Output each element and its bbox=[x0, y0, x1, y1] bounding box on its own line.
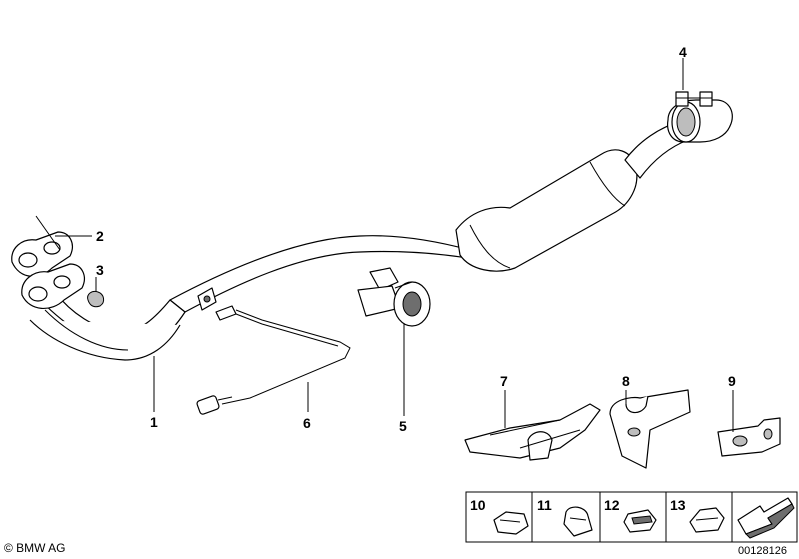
legend-number-10: 10 bbox=[470, 497, 486, 513]
leader-lines bbox=[55, 58, 734, 432]
heat-shield-large[interactable] bbox=[464, 403, 601, 461]
pipe-clamp[interactable] bbox=[667, 91, 733, 143]
clip-10-icon bbox=[493, 511, 529, 535]
small-parts-legend: 10 11 12 13 bbox=[465, 491, 798, 543]
clip-13-icon bbox=[689, 507, 725, 533]
legend-arrow-cell bbox=[737, 497, 795, 539]
diagram-reference-number: 00128126 bbox=[738, 545, 787, 557]
legend-cell-13[interactable]: 13 bbox=[670, 497, 725, 533]
callout-2: 2 bbox=[96, 228, 104, 244]
oxygen-sensor[interactable] bbox=[196, 305, 351, 415]
callout-8: 8 bbox=[622, 373, 630, 389]
legend-number-12: 12 bbox=[604, 497, 620, 513]
legend-cell-10[interactable]: 10 bbox=[470, 497, 529, 535]
callout-9: 9 bbox=[728, 373, 736, 389]
legend-cell-12[interactable]: 12 bbox=[604, 497, 657, 533]
bracket-9[interactable] bbox=[717, 417, 781, 457]
callout-6: 6 bbox=[303, 415, 311, 431]
callout-1: 1 bbox=[150, 414, 158, 430]
copyright-text: © BMW AG bbox=[4, 541, 66, 555]
gasket-and-nut[interactable] bbox=[87, 291, 105, 308]
callout-4: 4 bbox=[679, 44, 687, 60]
legend-number-11: 11 bbox=[537, 497, 552, 513]
clip-11-icon bbox=[563, 506, 593, 537]
exhaust-mount[interactable] bbox=[357, 267, 431, 327]
bracket-8[interactable] bbox=[609, 389, 691, 469]
callout-3: 3 bbox=[96, 262, 104, 278]
front-exhaust-pipe[interactable] bbox=[11, 121, 689, 361]
callout-7: 7 bbox=[500, 373, 508, 389]
legend-cell-11[interactable]: 11 bbox=[537, 497, 593, 537]
callout-5: 5 bbox=[399, 418, 407, 434]
legend-number-13: 13 bbox=[670, 497, 686, 513]
